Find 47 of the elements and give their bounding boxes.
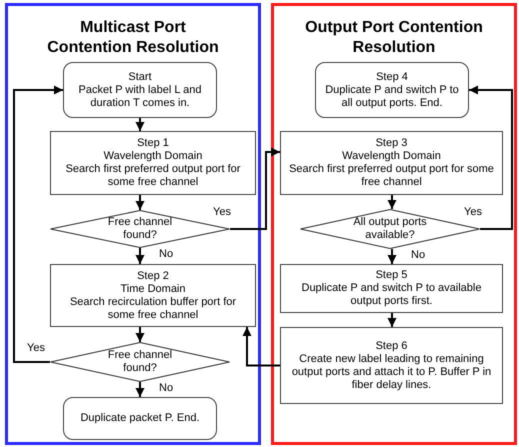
arrow: [388, 249, 396, 264]
arrow: [388, 313, 396, 327]
arrow: [388, 195, 396, 209]
node-text: Duplicate P and switch P to all output ports. End.: [324, 84, 460, 110]
step-heading: Step 3: [376, 137, 408, 150]
arrow: [136, 195, 144, 210]
step-heading: Start: [128, 70, 152, 84]
node-text: All output ports available?: [352, 216, 428, 242]
terminal-box: [315, 62, 469, 118]
step-heading: Step 5: [376, 269, 408, 282]
node-text: Search first preferred output port for some free channel: [288, 163, 495, 189]
arrow: [136, 327, 144, 342]
decision-diamond: [300, 209, 480, 249]
node-text: Search recirculation buffer port for some free channel: [68, 296, 238, 322]
arrow: [136, 382, 144, 397]
process-box: [280, 131, 503, 195]
decision-diamond: [50, 342, 230, 382]
arrow: [136, 248, 144, 264]
node-text: Time Domain: [120, 282, 186, 296]
terminal-box: [63, 62, 217, 118]
node-text: Free channel found?: [106, 349, 174, 375]
panel: [271, 3, 517, 445]
node-text: Free channel found?: [106, 216, 174, 242]
panel: [5, 3, 261, 445]
node-text: Wavelength Domain: [104, 150, 202, 163]
node-text: Duplicate packet P. End.: [80, 412, 200, 425]
node-text: Packet P with label L and duration T comes in.: [78, 84, 202, 110]
process-box: [50, 264, 256, 327]
arrow: [469, 86, 513, 230]
step-heading: Step 4: [376, 70, 408, 84]
terminal-box: [63, 397, 217, 440]
node-text: Create new label leading to remaining output ports and attach it to P. Buffer P in fiber delay lines.: [290, 352, 492, 392]
step-heading: Step 1: [137, 137, 169, 150]
process-box: [280, 327, 503, 404]
step-heading: Step 6: [376, 340, 408, 352]
process-box: [280, 264, 503, 313]
panel-title: Multicast Port Contention Resolution: [46, 18, 220, 58]
node-text: Search first preferred output port for some free channel: [64, 163, 242, 189]
step-heading: Step 2: [137, 270, 169, 282]
node-text: Duplicate P and switch P to available output ports first.: [300, 282, 482, 308]
arrow: [230, 148, 280, 230]
arrow: [136, 118, 144, 131]
panel-title: Output Port Contention Resolution: [304, 18, 484, 58]
arrow: [13, 86, 63, 363]
node-text: Wavelength Domain: [342, 150, 441, 163]
process-box: [50, 131, 256, 195]
arrow: [242, 327, 280, 366]
